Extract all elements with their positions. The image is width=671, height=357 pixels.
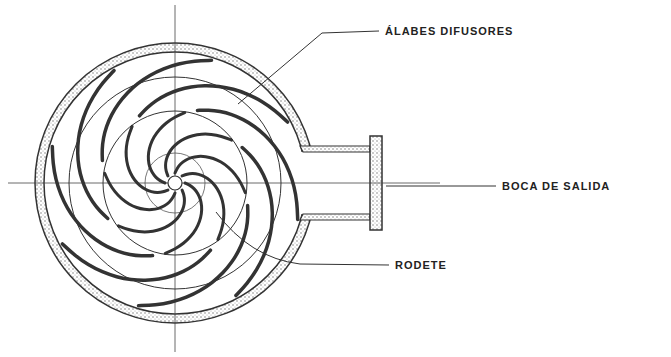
diffuser-vane [102, 60, 211, 160]
impeller-vane [182, 174, 224, 240]
shaft-hub [168, 176, 182, 190]
leader-line [216, 212, 389, 265]
diffuser-vane [62, 244, 210, 280]
diffuser-vane [140, 86, 288, 122]
diffuser-ring [69, 77, 281, 289]
diffuser-vane [197, 110, 297, 219]
outlet-wall [300, 146, 370, 152]
diffuser-vane [236, 148, 272, 296]
impeller-eye [145, 153, 205, 213]
part-label: BOCA DE SALIDA [500, 179, 612, 193]
part-label: RODETE [393, 258, 449, 272]
impeller-ring [103, 111, 247, 255]
leader-line [238, 31, 379, 104]
axis-line [8, 183, 440, 184]
diffuser-vane [138, 205, 247, 305]
part-label: ÁLABES DIFUSORES [383, 24, 515, 38]
diffuser-vane [52, 146, 152, 255]
outlet-wall [300, 214, 370, 220]
diffuser-vane [78, 70, 114, 218]
leader-line [386, 186, 496, 187]
